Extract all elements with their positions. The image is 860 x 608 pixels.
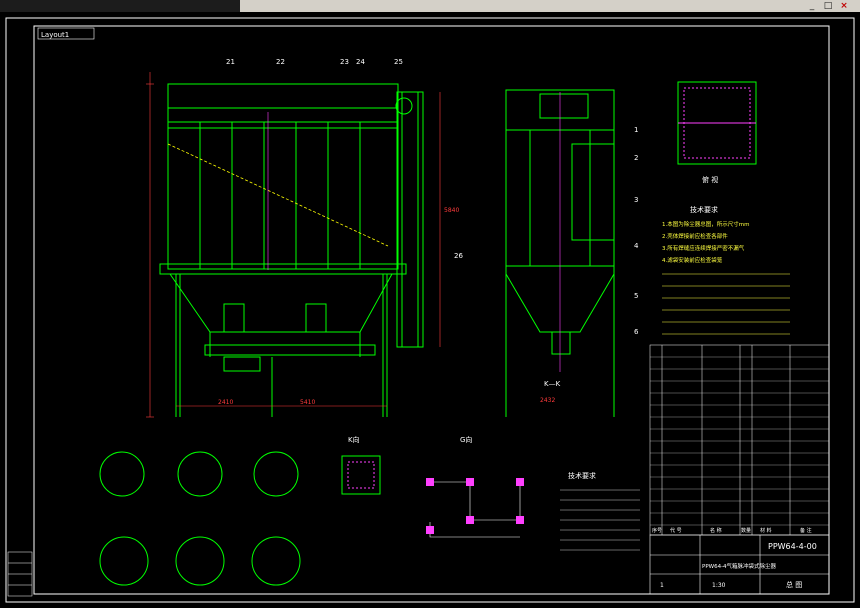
- title-block: [649, 534, 830, 595]
- inner-border: [33, 25, 830, 595]
- close-icon[interactable]: ×: [840, 1, 848, 11]
- maximize-icon[interactable]: □: [823, 1, 833, 11]
- minimize-icon[interactable]: _: [809, 1, 815, 11]
- detail-views: [99, 451, 381, 586]
- svg-text:代 号: 代 号: [670, 527, 682, 534]
- dim-height-total: 5840: [444, 207, 459, 214]
- bom-rows: [650, 356, 829, 526]
- bom-table: [649, 344, 830, 536]
- part-callouts: 21 22 23 24 25 26: [226, 58, 463, 260]
- top-view: [677, 81, 757, 165]
- top-view-label: 俯 视: [702, 175, 718, 184]
- drawing-name: 总 图: [786, 580, 802, 589]
- revision-strip: [7, 551, 33, 597]
- svg-text:5: 5: [634, 292, 638, 300]
- hidden-line-front: [167, 143, 389, 247]
- bom-header: 序号 代 号 名 称 数量 材 料 备 注: [652, 527, 812, 534]
- svg-text:材 料: 材 料: [760, 527, 772, 534]
- svg-text:6: 6: [634, 328, 639, 336]
- svg-text:24: 24: [356, 58, 365, 66]
- dim-overall-width: 2410: [218, 399, 233, 406]
- drawing-scale: 1:30: [712, 582, 726, 589]
- svg-text:22: 22: [276, 58, 285, 66]
- drawing-number: PPW64-4-00: [768, 542, 817, 551]
- dim-right-width: 5410: [300, 399, 315, 406]
- tech-notes: 1.本图为除尘器总图，所示尺寸mm 2.壳体焊接前应检查各部件 3.所有焊缝应连…: [662, 220, 749, 264]
- tech-req-lower-lines: [560, 489, 640, 551]
- svg-text:序号: 序号: [652, 527, 662, 534]
- anchor-bolts: [426, 478, 524, 534]
- cad-drawing-canvas[interactable]: Layout1: [0, 12, 860, 608]
- svg-text:3.所有焊缝应连续焊接严密不漏气: 3.所有焊缝应连续焊接严密不漏气: [662, 244, 745, 252]
- outer-border: [5, 17, 855, 603]
- side-callouts: 1 2 3 4 5 6: [634, 126, 639, 336]
- svg-text:备 注: 备 注: [800, 527, 812, 534]
- svg-text:4.滤袋安装前应检查袋笼: 4.滤袋安装前应检查袋笼: [662, 256, 723, 264]
- drawing-sheet: 1: [660, 582, 664, 589]
- svg-text:1.本图为除尘器总图，所示尺寸mm: 1.本图为除尘器总图，所示尺寸mm: [662, 220, 749, 228]
- dim-side-depth: 2432: [540, 397, 555, 404]
- svg-text:25: 25: [394, 58, 403, 66]
- window-title-area: [0, 0, 240, 12]
- detail-k-label: K向: [348, 435, 360, 444]
- tech-req-lower-title: 技术要求: [568, 471, 596, 480]
- layout-tab-label: Layout1: [41, 31, 69, 39]
- svg-text:23: 23: [340, 58, 349, 66]
- front-view: [159, 83, 424, 417]
- side-view: [505, 89, 615, 417]
- svg-text:1: 1: [634, 126, 638, 134]
- side-view-label: K—K: [544, 380, 561, 388]
- tech-notes-title: 技术要求: [690, 205, 718, 214]
- svg-text:数量: 数量: [741, 527, 751, 534]
- svg-text:4: 4: [634, 242, 639, 250]
- svg-text:3: 3: [634, 196, 638, 204]
- detail-g-label: G向: [460, 435, 472, 444]
- front-dimensions: [146, 72, 441, 418]
- product-name: PPW64-4气箱脉冲袋式除尘器: [702, 562, 777, 570]
- svg-text:2.壳体焊接前应检查各部件: 2.壳体焊接前应检查各部件: [662, 232, 728, 240]
- svg-text:2: 2: [634, 154, 638, 162]
- window-title-bar: _ □ ×: [0, 0, 860, 12]
- svg-text:21: 21: [226, 58, 235, 66]
- svg-text:名 称: 名 称: [710, 527, 722, 534]
- layout-tab[interactable]: [37, 27, 95, 40]
- tech-notes-lines: [662, 273, 790, 335]
- svg-text:26: 26: [454, 252, 463, 260]
- anchor-plan: [429, 481, 521, 538]
